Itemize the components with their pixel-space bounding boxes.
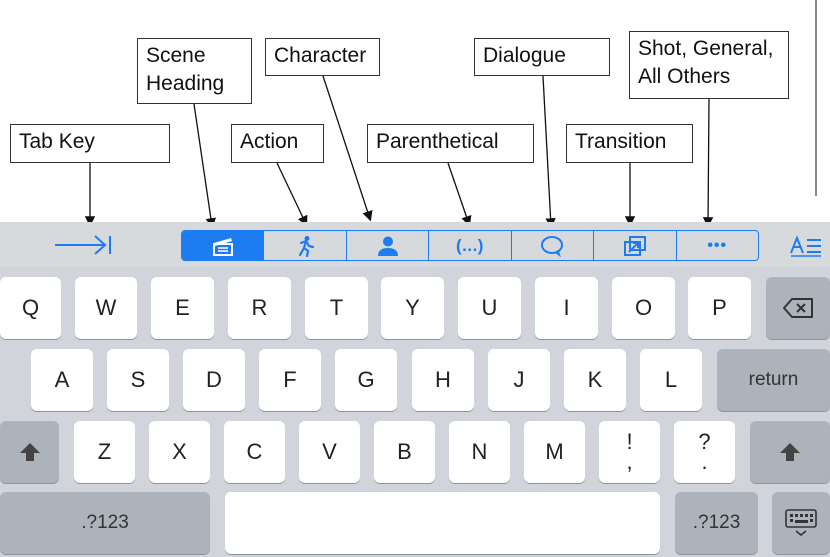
period-glyph: . (701, 449, 708, 474)
key-h[interactable]: H (412, 349, 474, 411)
transition-icon (623, 235, 646, 256)
shift-icon (780, 443, 800, 461)
key-l[interactable]: L (640, 349, 702, 411)
transition-button[interactable] (594, 231, 677, 260)
character-person-icon (377, 236, 398, 256)
key-g[interactable]: G (335, 349, 397, 411)
callout-dialogue: Dialogue (474, 38, 610, 76)
key-r[interactable]: R (228, 277, 291, 339)
key-q[interactable]: Q (0, 277, 61, 339)
keyboard: Q W E R T Y U I O P A S D F G H J K L re… (0, 267, 830, 557)
character-button[interactable] (347, 231, 430, 260)
tab-key-button[interactable] (52, 228, 114, 262)
comma-glyph: , (626, 449, 633, 474)
key-u[interactable]: U (458, 277, 521, 339)
key-o[interactable]: O (612, 277, 675, 339)
format-button[interactable] (786, 230, 826, 261)
key-v[interactable]: V (299, 421, 360, 483)
action-button[interactable] (264, 231, 347, 260)
key-k[interactable]: K (564, 349, 626, 411)
backspace-key[interactable] (766, 277, 830, 339)
numbers-key-right[interactable]: .?123 (675, 492, 758, 554)
key-w[interactable]: W (75, 277, 137, 339)
callout-shot-general: Shot, General, All Others (629, 31, 789, 99)
key-j[interactable]: J (488, 349, 550, 411)
callout-action: Action (231, 124, 324, 163)
tab-arrow-icon (55, 235, 111, 255)
callout-scene-heading: Scene Heading (137, 38, 252, 104)
key-e[interactable]: E (151, 277, 214, 339)
screenplay-toolbar: (...) ••• (0, 222, 830, 267)
dialogue-bubble-icon (541, 235, 564, 257)
key-exclam-comma[interactable]: ! , (599, 421, 660, 483)
key-p[interactable]: P (688, 277, 751, 339)
element-type-segmented-control: (...) ••• (181, 230, 759, 261)
callout-parenthetical: Parenthetical (367, 124, 534, 163)
callout-character: Character (265, 38, 380, 76)
shift-key-left[interactable] (0, 421, 59, 483)
key-y[interactable]: Y (381, 277, 444, 339)
shift-key-right[interactable] (750, 421, 830, 483)
more-elements-button[interactable]: ••• (677, 231, 758, 260)
page-edge-rule (815, 0, 817, 196)
numbers-key-left[interactable]: .?123 (0, 492, 210, 554)
key-x[interactable]: X (149, 421, 210, 483)
format-text-icon (790, 234, 821, 257)
key-m[interactable]: M (524, 421, 585, 483)
return-key[interactable]: return (717, 349, 830, 411)
scene-clapper-icon (212, 237, 233, 256)
key-i[interactable]: I (535, 277, 598, 339)
parenthetical-glyph: (...) (455, 235, 484, 255)
keyboard-hide-icon (785, 509, 817, 537)
shift-icon (19, 443, 40, 461)
question-glyph: ? (698, 429, 711, 454)
key-z[interactable]: Z (74, 421, 135, 483)
key-c[interactable]: C (224, 421, 285, 483)
key-t[interactable]: T (305, 277, 368, 339)
dialogue-button[interactable] (512, 231, 595, 260)
key-a[interactable]: A (31, 349, 93, 411)
backspace-icon (783, 298, 813, 318)
key-f[interactable]: F (259, 349, 321, 411)
hide-keyboard-key[interactable] (772, 492, 830, 554)
space-key[interactable] (225, 492, 660, 554)
parenthetical-button[interactable]: (...) (429, 231, 512, 260)
exclam-glyph: ! (626, 429, 633, 454)
key-s[interactable]: S (107, 349, 169, 411)
key-question-period[interactable]: ? . (674, 421, 735, 483)
key-b[interactable]: B (374, 421, 435, 483)
callout-transition: Transition (566, 124, 693, 163)
key-n[interactable]: N (449, 421, 510, 483)
action-runner-icon (299, 235, 315, 257)
callout-tab-key: Tab Key (10, 124, 170, 163)
key-d[interactable]: D (183, 349, 245, 411)
scene-heading-button[interactable] (182, 231, 265, 260)
more-dots-icon: ••• (707, 236, 728, 254)
